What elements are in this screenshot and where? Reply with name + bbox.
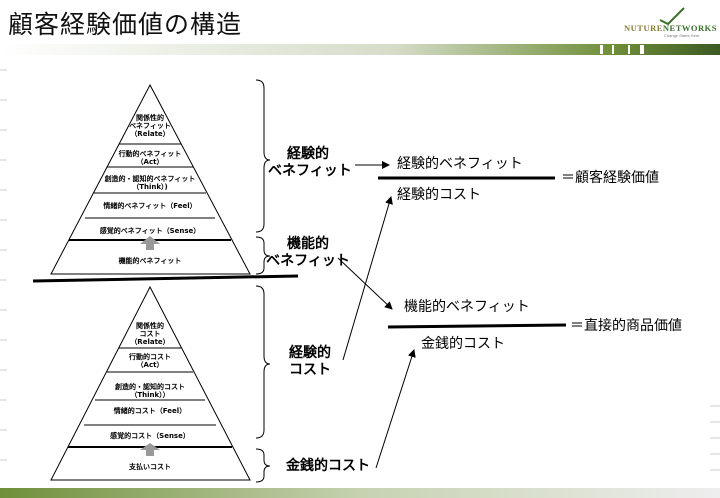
customer-value-numerator: 経験的ベネフィット <box>397 156 523 172</box>
cost-think-label: 創造的・認知的コスト（Think）） <box>115 383 185 400</box>
arrow-experiential-cost <box>342 196 393 361</box>
brace-functional-benefit <box>255 236 271 275</box>
arrow-functional-benefit <box>337 257 393 310</box>
customer-value-result: ＝顧客経験価値 <box>561 170 659 186</box>
functional-benefit-label: 機能的ベネフィット <box>118 257 182 265</box>
direct-fraction-bar <box>387 323 567 329</box>
up-arrow-icon <box>140 236 160 250</box>
logo-text: NUTURENETWORKS <box>624 23 717 33</box>
brace-monetary-cost <box>255 448 271 483</box>
experiential-benefit-label: 経験的ベネフィット <box>268 146 352 179</box>
logo-tagline: Change Starts Here <box>664 33 700 38</box>
brace-experiential-cost <box>255 285 271 439</box>
brace-experiential-benefit <box>255 79 271 233</box>
page-title: 顧客経験価値の構造 <box>8 10 243 39</box>
customer-value-denominator: 経験的コスト <box>397 187 481 203</box>
benefit-sense-label: 感覚的ベネフィット（Sense） <box>99 227 201 235</box>
arrow-monetary-cost <box>375 349 416 469</box>
right-ruler-marks <box>710 405 720 471</box>
direct-value-numerator: 機能的ベネフィット <box>404 299 530 315</box>
cost-act-label: 行動的コスト（Act） <box>129 353 171 370</box>
nuture-networks-logo: NUTURENETWORKS Change Starts Here <box>624 6 716 40</box>
braces <box>255 79 271 483</box>
checkmark-icon <box>659 7 685 26</box>
benefit-think-label: 創造的・認知的ベネフィット（Think）) <box>104 175 196 192</box>
pyramid-separator <box>32 274 299 283</box>
payment-cost-label: 支払いコスト <box>129 463 171 471</box>
benefit-relate-label: 関係性的ベネフィット（Relate） <box>129 114 171 139</box>
cost-sense-label: 感覚的コスト（Sense） <box>110 432 190 440</box>
monetary-cost-label: 金銭的コスト <box>286 458 370 474</box>
footer-bar <box>0 488 720 498</box>
experiential-cost-label: 経験的コスト <box>289 345 331 378</box>
benefit-feel-label: 情緒的ベネフィット（Feel） <box>103 202 197 210</box>
direct-value-result: ＝直接的商品価値 <box>570 318 682 334</box>
arrows <box>337 161 416 469</box>
cost-feel-label: 情緒的コスト（Feel） <box>113 407 187 415</box>
cost-relate-label: 関係性的コスト（Relate） <box>130 322 170 347</box>
left-ruler-marks <box>0 69 7 461</box>
benefit-act-label: 行動的ベネフィット（Act） <box>118 150 182 167</box>
direct-value-denominator: 金銭的コスト <box>421 336 505 352</box>
header-bar <box>0 44 720 55</box>
functional-benefit-brace-label: 機能的ベネフィット <box>266 236 350 269</box>
up-arrow-icon <box>140 443 160 456</box>
